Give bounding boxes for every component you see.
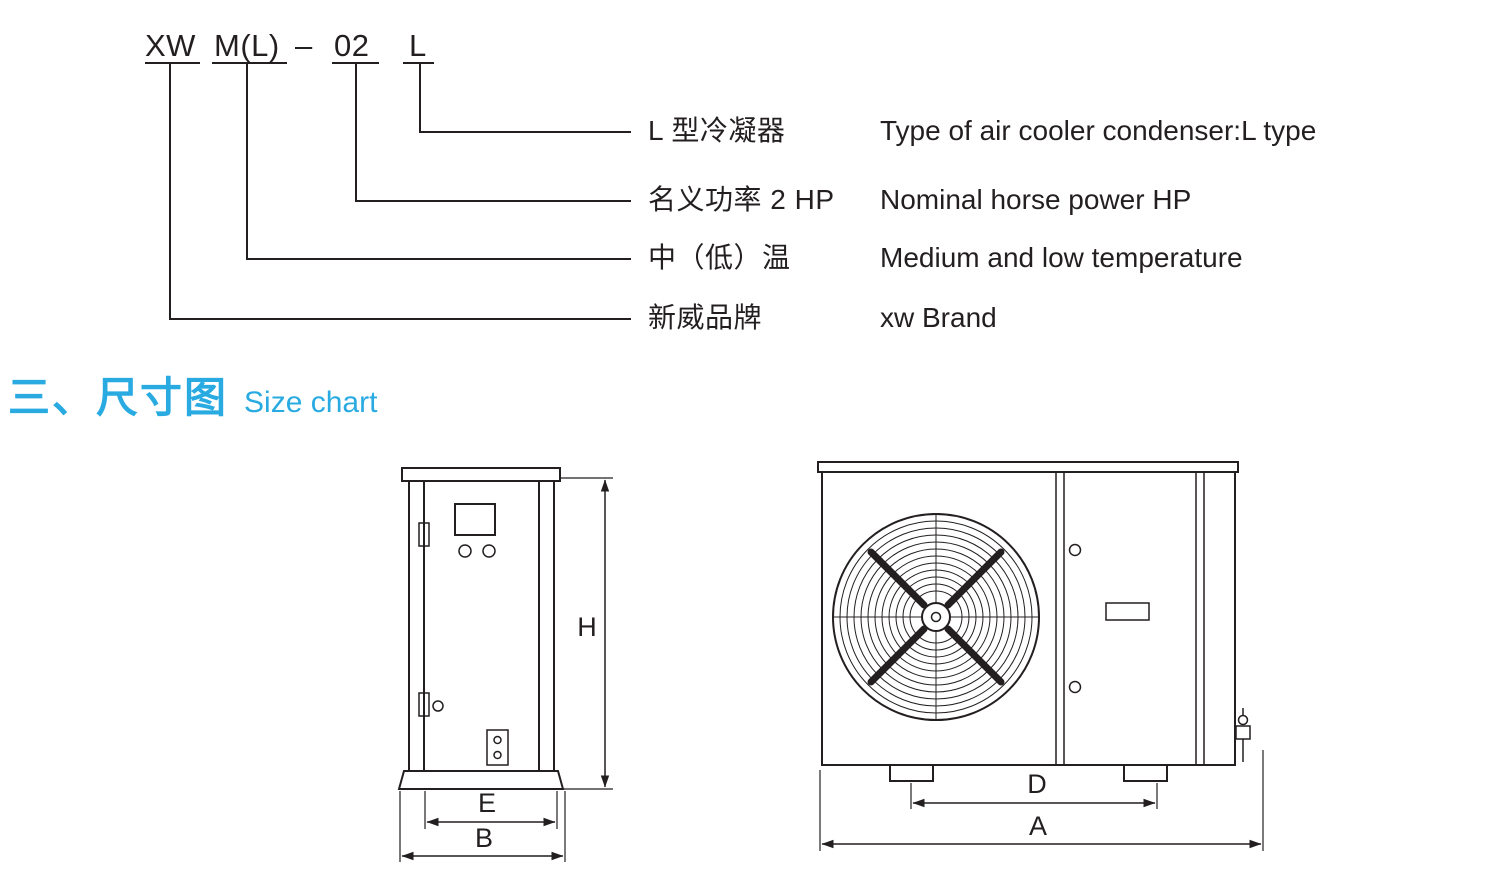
front-top-cap xyxy=(817,461,1239,473)
side-top-cap xyxy=(401,467,561,482)
model-connector-lines xyxy=(145,62,631,320)
front-foot-left xyxy=(889,764,934,782)
dimension-overall-width xyxy=(819,750,1264,851)
fan-grille-spokes xyxy=(833,514,1039,720)
dim-label-height: H xyxy=(577,612,597,642)
side-knob-right xyxy=(482,544,496,558)
model-code-condenser-type: L xyxy=(409,28,427,63)
front-body xyxy=(821,471,1236,766)
side-bracket-hole-top xyxy=(493,735,502,745)
breakdown-cn-condenser: L 型冷凝器 xyxy=(648,115,786,146)
breakdown-en-condenser: Type of air cooler condenser:L type xyxy=(880,115,1317,146)
side-base-flange xyxy=(397,770,565,790)
side-view-drawing xyxy=(397,467,565,790)
side-hinge-bottom xyxy=(418,692,430,717)
breakdown-en-power: Nominal horse power HP xyxy=(880,184,1192,215)
side-screw xyxy=(432,700,444,712)
side-display-window xyxy=(454,503,496,536)
side-body xyxy=(408,480,555,772)
front-foot-right xyxy=(1123,764,1168,782)
dim-label-base-outer: B xyxy=(475,823,493,853)
dim-label-feet-span: D xyxy=(1027,769,1047,799)
fan-hub-center xyxy=(930,611,942,623)
breakdown-cn-brand: 新威品牌 xyxy=(648,302,763,333)
breakdown-en-brand: xw Brand xyxy=(880,302,997,333)
dim-label-overall-width: A xyxy=(1029,811,1047,841)
front-nameplate xyxy=(1105,602,1150,621)
model-code-dash: – xyxy=(295,28,313,63)
size-chart-heading-cn: 三、尺寸图 xyxy=(8,374,229,421)
breakdown-cn-temperature: 中（低）温 xyxy=(648,242,791,273)
side-bracket-hole-bottom xyxy=(493,750,502,760)
dimension-base-inner xyxy=(424,791,558,829)
model-code-temp-class: M(L) xyxy=(214,28,280,63)
model-code-brand: XW xyxy=(145,28,196,63)
side-knob-left xyxy=(458,544,472,558)
size-chart-heading: 三、尺寸图 Size chart xyxy=(8,364,377,425)
side-bracket xyxy=(486,729,509,766)
dimension-base-outer xyxy=(399,791,566,862)
breakdown-cn-power: 名义功率 2 HP xyxy=(648,184,835,215)
fan-grille xyxy=(832,513,1040,721)
dimension-height xyxy=(560,477,613,790)
side-hinge-top xyxy=(418,522,430,547)
breakdown-en-temperature: Medium and low temperature xyxy=(880,242,1243,273)
side-door-panel xyxy=(423,480,540,772)
size-chart-heading-en: Size chart xyxy=(244,386,378,419)
front-screw-bottom xyxy=(1068,680,1082,694)
dim-label-base-inner: E xyxy=(478,788,496,818)
model-code-power: 02 xyxy=(334,28,370,63)
fan-blades xyxy=(867,548,1005,686)
service-valve xyxy=(1235,708,1251,762)
front-view-drawing xyxy=(817,461,1239,782)
front-screw-top xyxy=(1068,543,1082,557)
dimension-feet-span xyxy=(910,783,1158,809)
